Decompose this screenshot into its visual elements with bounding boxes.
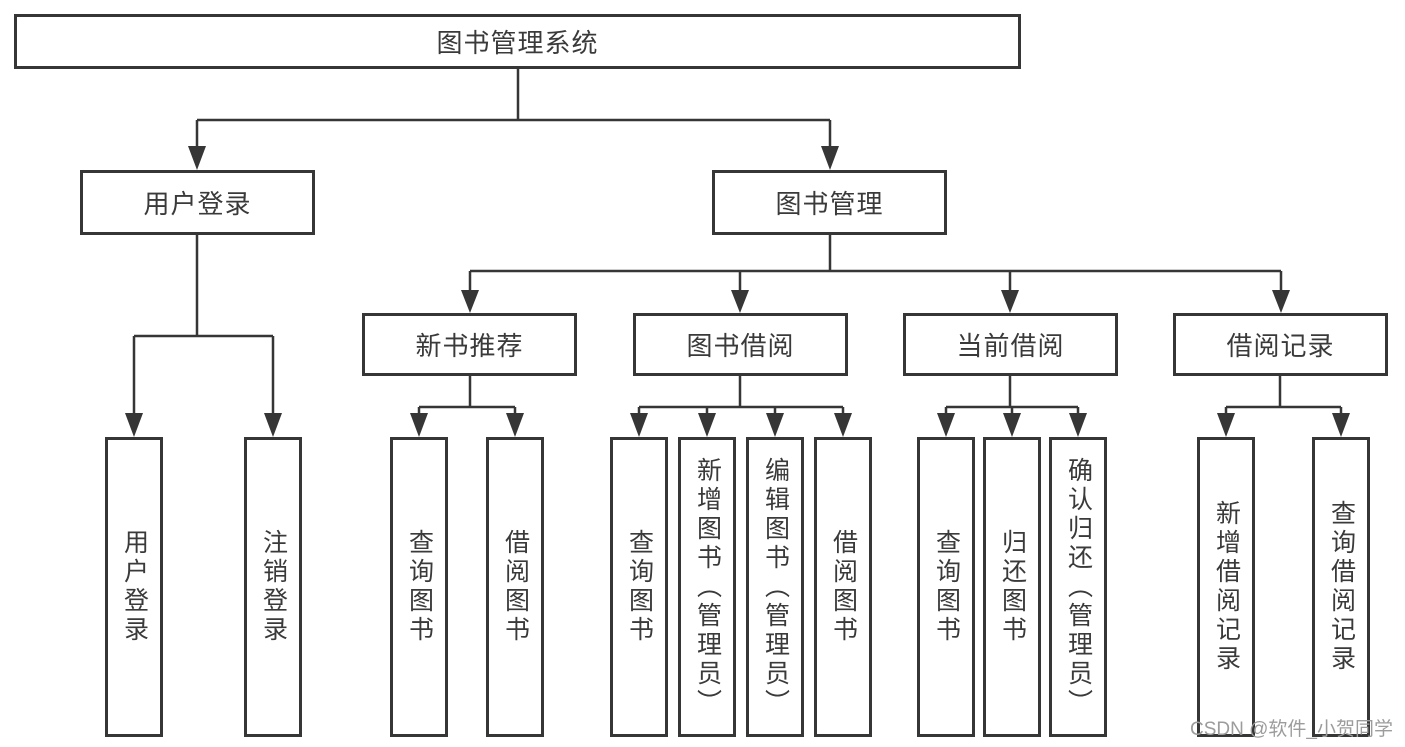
node-new-book-recommend: 新书推荐: [362, 313, 577, 376]
edge-book-borrow-children: [630, 376, 852, 437]
arrowhead: [506, 413, 524, 437]
arrowhead: [1001, 290, 1019, 313]
node-current-borrow: 当前借阅: [903, 313, 1118, 376]
leaf-records-query-record: 查询借阅记录: [1312, 437, 1370, 737]
edge-book-mgmt-children: [461, 235, 1290, 313]
node-borrow-records: 借阅记录: [1173, 313, 1388, 376]
arrowhead: [1272, 290, 1290, 313]
arrowhead: [1003, 413, 1021, 437]
csdn-watermark: CSDN @软件_小贺同学: [1190, 719, 1393, 740]
arrowhead: [698, 413, 716, 437]
arrowhead: [1069, 413, 1087, 437]
edge-current-borrow-children: [937, 376, 1087, 437]
node-root: 图书管理系统: [14, 14, 1021, 69]
edge-new-books-children: [410, 376, 524, 437]
leaf-borrow-add-books-admin: 新增图书（管理员）: [678, 437, 736, 737]
leaf-newbooks-borrow-books: 借阅图书: [486, 437, 544, 737]
arrowhead: [834, 413, 852, 437]
leaf-borrow-edit-books-admin: 编辑图书（管理员）: [746, 437, 804, 737]
leaf-user-login: 用户登录: [105, 437, 163, 737]
arrowhead: [461, 290, 479, 313]
leaf-borrow-borrow-books: 借阅图书: [814, 437, 872, 737]
leaf-newbooks-query-books: 查询图书: [390, 437, 448, 737]
arrowhead: [264, 413, 282, 437]
arrowhead: [630, 413, 648, 437]
leaf-records-add-record: 新增借阅记录: [1197, 437, 1255, 737]
edge-root-to-level2: [188, 69, 839, 170]
edge-user-login-children: [125, 235, 282, 437]
leaf-logout: 注销登录: [244, 437, 302, 737]
arrowhead: [1217, 413, 1235, 437]
arrowhead: [188, 146, 206, 170]
arrowhead: [125, 413, 143, 437]
leaf-current-return-books: 归还图书: [983, 437, 1041, 737]
arrowhead: [937, 413, 955, 437]
arrowhead: [1332, 413, 1350, 437]
arrowhead: [410, 413, 428, 437]
node-book-borrow: 图书借阅: [633, 313, 848, 376]
leaf-borrow-query-books: 查询图书: [610, 437, 668, 737]
arrowhead: [766, 413, 784, 437]
node-user-login: 用户登录: [80, 170, 315, 235]
arrowhead: [821, 146, 839, 170]
node-book-management: 图书管理: [712, 170, 947, 235]
arrowhead: [731, 290, 749, 313]
leaf-current-query-books: 查询图书: [917, 437, 975, 737]
edge-borrow-records-children: [1217, 376, 1350, 437]
leaf-current-confirm-return-admin: 确认归还（管理员）: [1049, 437, 1107, 737]
